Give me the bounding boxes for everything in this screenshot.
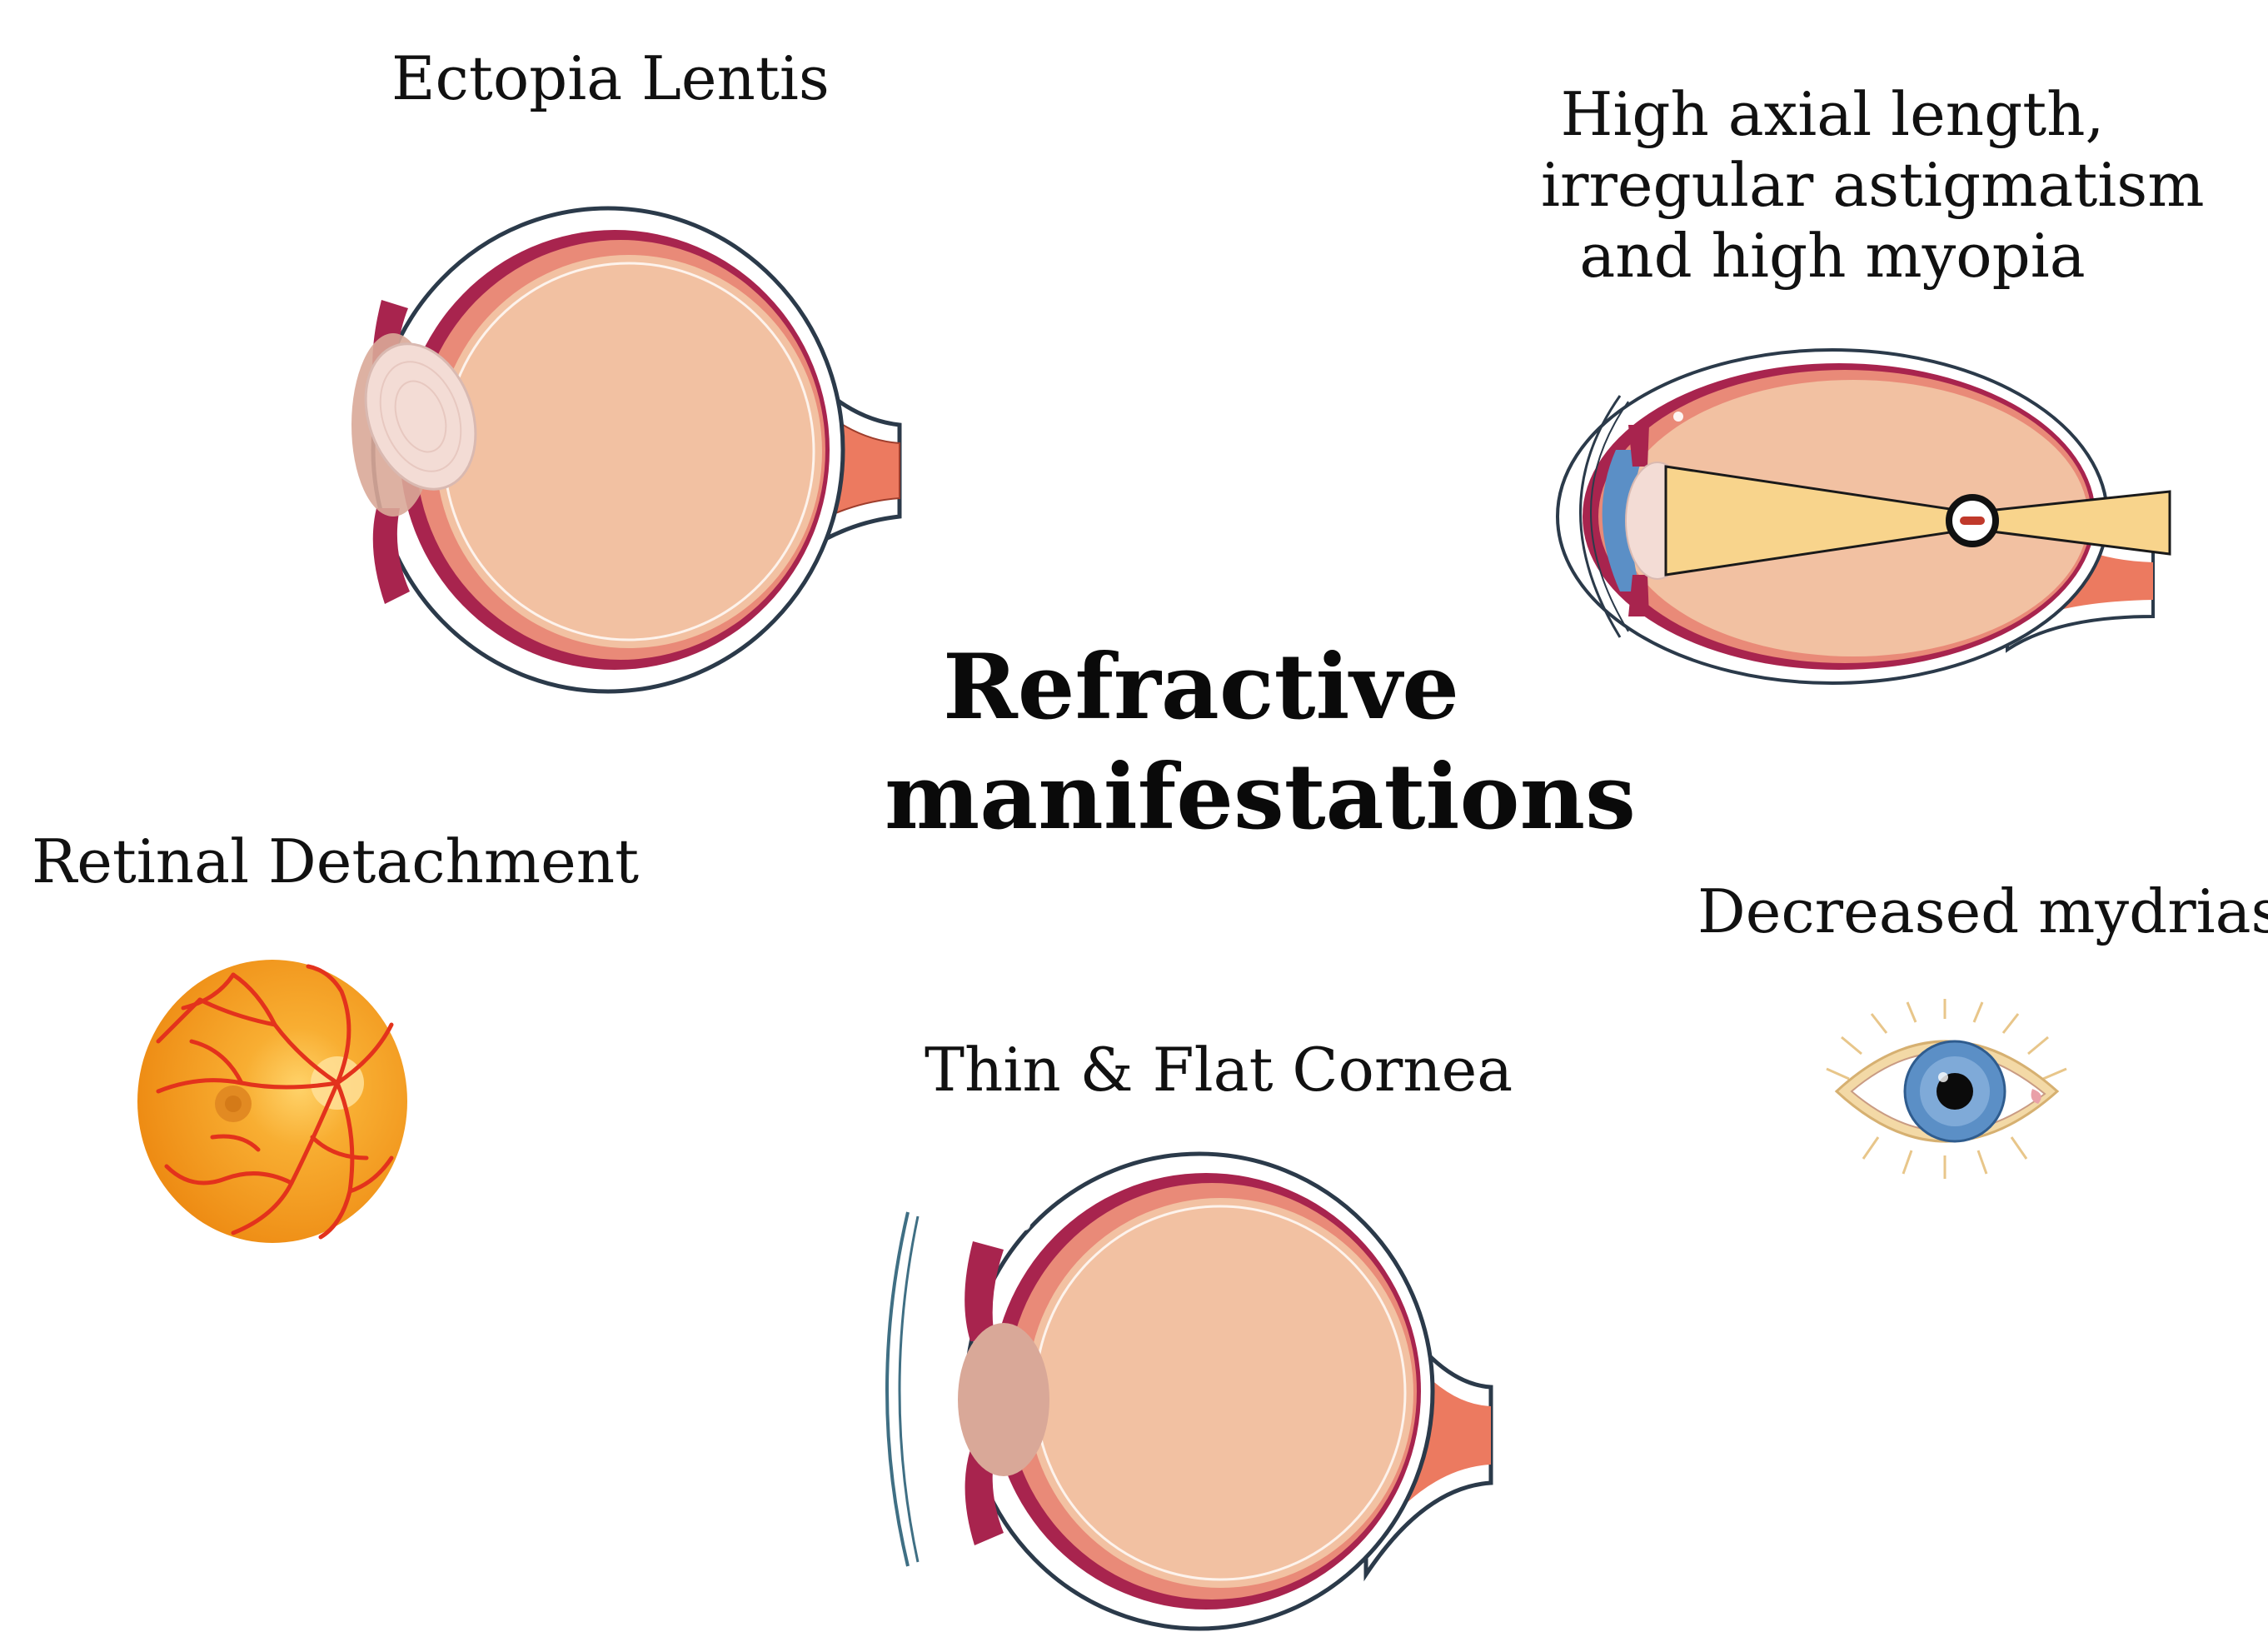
decreased-mydriasis-label: Decreased mydriasis	[1697, 876, 2268, 946]
thin-flat-cornea-label: Thin & Flat Cornea	[925, 1035, 1513, 1105]
high-myopia-eye-illustration	[1556, 348, 2171, 685]
high-axial-line-2: irregular astigmatism	[1541, 149, 2205, 220]
diagram-title: Refractive manifestations	[885, 633, 1636, 853]
external-eye-illustration	[1826, 999, 2067, 1179]
ectopia-lentis-eye-illustration	[351, 206, 902, 694]
title-line-1: Refractive	[943, 635, 1459, 740]
high-axial-line-3: and high myopia	[1579, 220, 2086, 291]
high-axial-length-label: High axial length, irregular astigmatism…	[1541, 79, 2205, 292]
title-line-2: manifestations	[885, 744, 1636, 850]
high-axial-line-1: High axial length,	[1560, 79, 2105, 149]
ectopia-lentis-label: Ectopia Lentis	[391, 43, 830, 113]
retinal-detachment-label: Retinal Detachment	[32, 826, 640, 896]
retinal-fundus-illustration	[137, 960, 407, 1243]
thin-flat-cornea-eye-illustration	[885, 1151, 1493, 1631]
